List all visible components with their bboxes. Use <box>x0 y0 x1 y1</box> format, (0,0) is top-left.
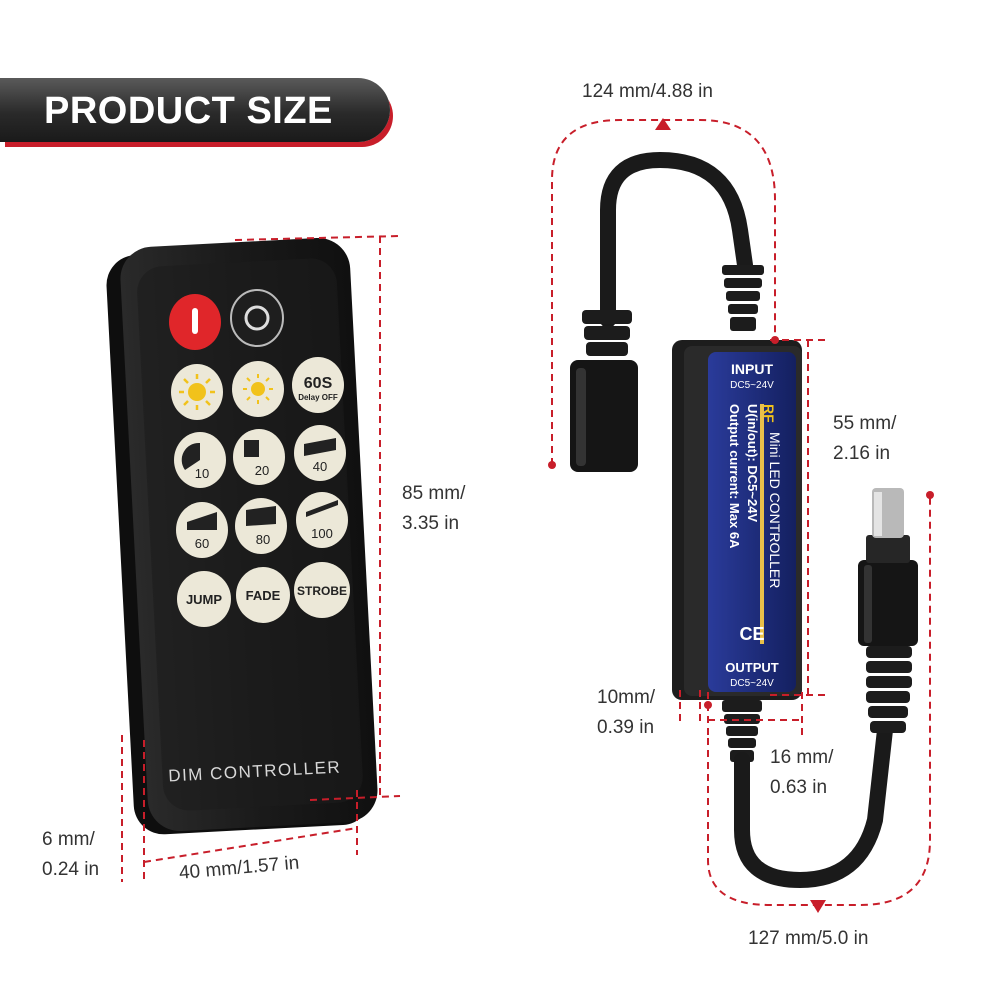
power-icon <box>192 308 198 334</box>
remote-depth-line-1: 6 mm/ <box>42 829 95 850</box>
level-20-icon <box>244 440 259 457</box>
timer-button[interactable] <box>292 357 344 413</box>
female-dc-connector <box>570 310 638 472</box>
controller-dimension-lines <box>551 119 931 906</box>
module-thickness-line-2: 0.39 in <box>597 717 655 738</box>
banner-title: PRODUCT SIZE <box>44 90 333 132</box>
remote-control: 60S Delay OFF 10 20 40 60 80 100 JUMP FA… <box>106 238 378 835</box>
remote-height-line-2: 3.35 in <box>402 513 460 534</box>
brand-logo: RF <box>761 404 777 423</box>
fade-button[interactable] <box>236 567 290 623</box>
controller-label <box>708 352 796 692</box>
level-80-label: 80 <box>256 532 270 547</box>
level-10-label: 10 <box>195 466 209 481</box>
level-80-icon <box>246 506 276 526</box>
jump-label: JUMP <box>186 592 222 607</box>
remote-depth-line-2: 0.24 in <box>42 859 100 880</box>
module-width-line-1: 16 mm/ <box>770 747 834 768</box>
ce-mark: CE <box>739 624 764 644</box>
module-length-line-1: 55 mm/ <box>833 413 897 434</box>
input-spec: DC5~24V <box>730 380 774 391</box>
level-10-icon <box>181 442 200 470</box>
level-60-icon <box>187 512 217 530</box>
product-size-banner: PRODUCT SIZE <box>0 78 390 142</box>
strobe-label: STROBE <box>297 584 347 598</box>
remote-height-line-1: 85 mm/ <box>402 483 466 504</box>
male-dc-plug <box>858 488 918 733</box>
onoff-button[interactable] <box>230 289 284 347</box>
sun-small-icon <box>243 374 273 404</box>
fade-label: FADE <box>246 588 281 603</box>
timer-sublabel: Delay OFF <box>298 393 338 402</box>
module-width-line-2: 0.63 in <box>770 777 828 798</box>
led-controller: INPUT DC5~24V RF Mini LED CONTROLLER U(i… <box>570 151 918 889</box>
timer-label: 60S <box>304 375 333 392</box>
label-stripe <box>760 404 764 644</box>
level-100-icon <box>306 500 338 517</box>
level-60-label: 60 <box>195 536 209 551</box>
output-cable-length: 127 mm/5.0 in <box>748 928 869 949</box>
jump-button[interactable] <box>177 571 231 627</box>
remote-dimension-lines <box>121 235 401 882</box>
spec-line-2: Output current: Max 6A <box>727 404 742 549</box>
input-label: INPUT <box>731 361 773 377</box>
sun-icon <box>179 374 215 410</box>
dimension-markers <box>548 118 934 913</box>
output-spec: DC5~24V <box>730 678 774 689</box>
module-length-line-2: 2.16 in <box>833 443 891 464</box>
level-40-icon <box>304 438 336 456</box>
module-thickness-line-1: 10mm/ <box>597 687 656 708</box>
ring-icon <box>244 305 270 331</box>
level-20-label: 20 <box>255 463 269 478</box>
product-name: Mini LED CONTROLLER <box>767 432 783 588</box>
level-100-label: 100 <box>311 526 333 541</box>
output-label: OUTPUT <box>725 660 779 675</box>
level-40-label: 40 <box>313 459 327 474</box>
input-cable-length: 124 mm/4.88 in <box>582 81 713 102</box>
spec-line-1: U(in/out): DC5~24V <box>745 404 760 522</box>
strobe-button[interactable] <box>294 562 350 618</box>
